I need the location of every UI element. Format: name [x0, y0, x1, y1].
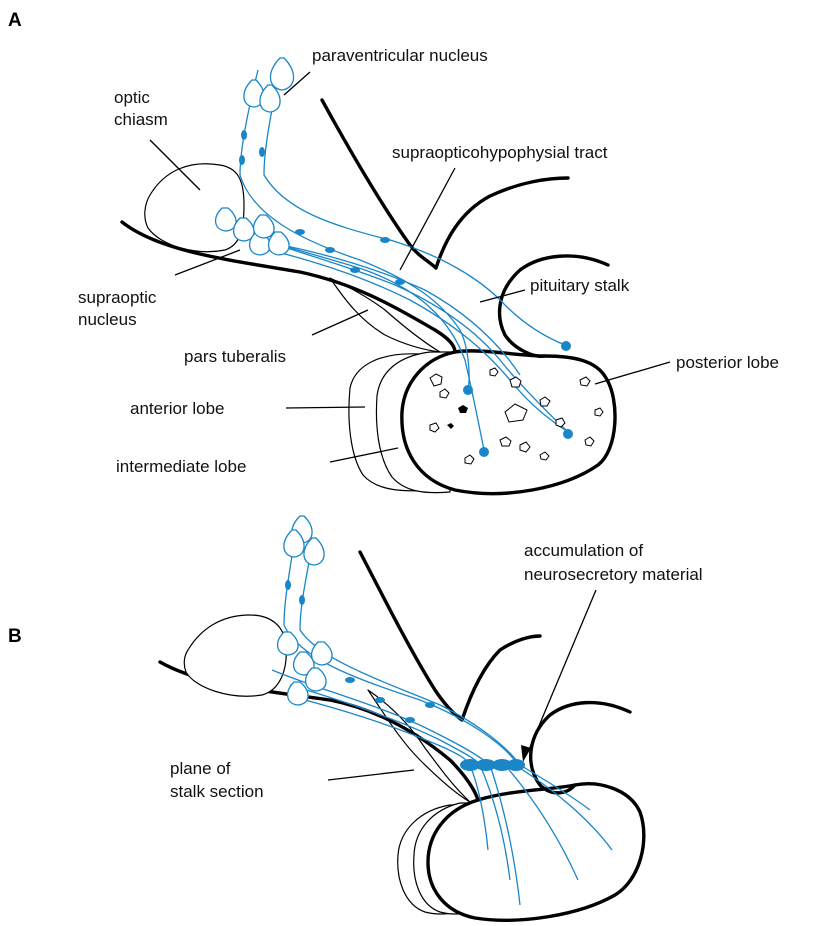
axon — [264, 88, 565, 345]
axon-varicosity — [259, 147, 265, 157]
third-ventricle-outline — [360, 552, 540, 720]
label-supraoptic-nucleus-1: supraoptic — [78, 288, 157, 307]
optic-chiasm-shape — [145, 164, 244, 252]
leader-line-posterior-lobe — [595, 362, 670, 384]
leader-line-tract — [400, 168, 455, 270]
third-ventricle-outline — [322, 100, 568, 268]
optic-chiasm-shape — [184, 615, 286, 696]
pituitary-stalk-outline — [500, 256, 608, 356]
axon-terminal — [463, 385, 473, 395]
axon-varicosity — [395, 279, 405, 285]
axon-varicosity — [375, 697, 385, 703]
label-anterior-lobe: anterior lobe — [130, 399, 225, 418]
label-optic-chiasm-2: chiasm — [114, 110, 168, 129]
supraoptic-neuron-body — [306, 668, 326, 691]
supraoptic-neuron-body — [312, 642, 332, 665]
panel-a: A — [8, 10, 779, 494]
axon-varicosity — [239, 155, 245, 165]
label-pituitary-stalk: pituitary stalk — [530, 276, 630, 295]
leader-line-accumulation — [528, 590, 596, 752]
axon-varicosity — [299, 595, 305, 605]
panel-a-label: A — [8, 10, 22, 31]
posterior-lobe-shape — [402, 351, 615, 494]
leader-line-plane — [328, 770, 414, 780]
pars-tuberalis-shape — [368, 690, 470, 802]
label-optic-chiasm-1: optic — [114, 88, 150, 107]
label-accumulation-2: neurosecretory material — [524, 565, 703, 584]
leader-line-pars-tuberalis — [312, 310, 368, 335]
label-plane-1: plane of — [170, 759, 231, 778]
supraoptic-neuron-body — [288, 682, 308, 705]
axon-varicosity — [380, 237, 390, 243]
axon-terminal — [561, 341, 571, 351]
label-supraopticohypophysial-tract: supraopticohypophysial tract — [392, 143, 608, 162]
axon-terminal — [479, 447, 489, 457]
label-accumulation-1: accumulation of — [524, 541, 643, 560]
neurosecretory-accumulation — [507, 759, 525, 771]
paraventricular-neuron-body — [270, 58, 293, 90]
axon-terminal — [563, 429, 573, 439]
axon-varicosity — [295, 229, 305, 235]
axon-varicosity — [325, 247, 335, 253]
label-posterior-lobe: posterior lobe — [676, 353, 779, 372]
label-paraventricular-nucleus: paraventricular nucleus — [312, 46, 488, 65]
leader-line-supraoptic — [175, 250, 240, 275]
axon-varicosity — [405, 717, 415, 723]
axon-varicosity — [345, 677, 355, 683]
axon-varicosity — [241, 130, 247, 140]
label-pars-tuberalis: pars tuberalis — [184, 347, 286, 366]
supraoptic-neuron-body — [254, 215, 274, 238]
axon-varicosity — [350, 267, 360, 273]
label-supraoptic-nucleus-2: nucleus — [78, 310, 137, 329]
axon-varicosity — [425, 702, 435, 708]
axon-varicosity — [285, 580, 291, 590]
label-intermediate-lobe: intermediate lobe — [116, 457, 246, 476]
panel-b: B — [8, 516, 703, 920]
pituitary-stalk-outline — [531, 703, 630, 793]
panel-b-label: B — [8, 626, 22, 647]
supraoptic-neuron-body — [278, 632, 298, 655]
label-plane-2: stalk section — [170, 782, 264, 801]
